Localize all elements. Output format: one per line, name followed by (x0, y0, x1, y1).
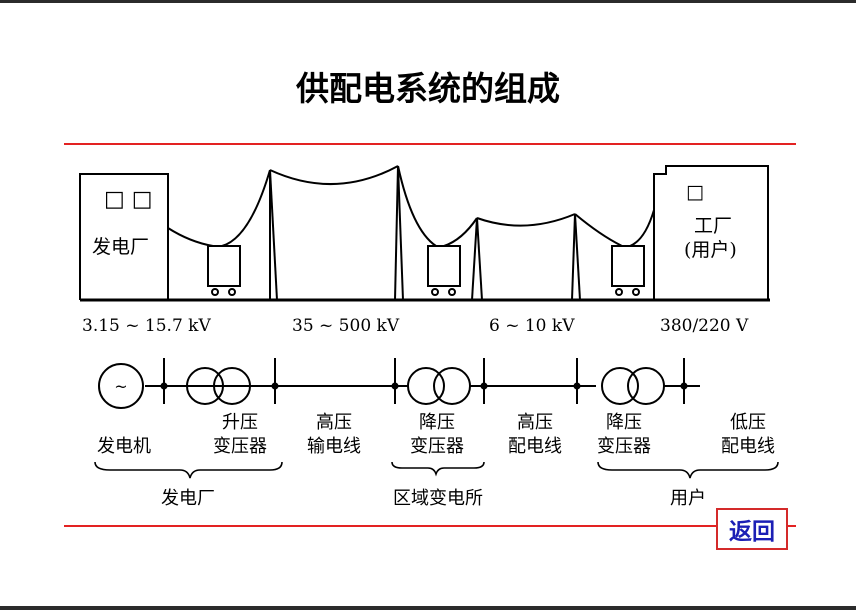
overhead-wires (167, 165, 655, 247)
label-user-transformer-1: 降压 (606, 412, 642, 433)
power-plant-building (79, 173, 169, 300)
group-power-plant: 发电厂 (161, 488, 215, 509)
label-step-up-2: 变压器 (213, 436, 267, 457)
label-hv-transmission-1: 高压 (316, 412, 352, 433)
label-step-up-1: 升压 (222, 412, 258, 433)
label-hv-distribution-2: 配电线 (508, 436, 562, 457)
page-title: 供配电系统的组成 (296, 69, 560, 108)
transformer-user (611, 245, 645, 296)
back-button[interactable]: 返回 (716, 508, 788, 550)
bus-nodes (160, 382, 688, 390)
single-line-diagram (98, 358, 700, 409)
group-braces (94, 461, 779, 479)
voltage-user: 380/220 V (660, 316, 749, 336)
generator-tilde: ~ (114, 377, 127, 396)
top-border (0, 0, 856, 3)
label-user-transformer-2: 变压器 (597, 436, 651, 457)
step-up-transformer-symbol (186, 367, 224, 405)
transformer-step-up (207, 245, 241, 296)
top-divider (64, 143, 796, 145)
voltage-transmission: 35 ~ 500 kV (292, 316, 400, 336)
group-user: 用户 (670, 488, 706, 509)
user-transformer-symbol (601, 367, 639, 405)
factory-label: 工厂 (694, 215, 732, 237)
label-hv-distribution-1: 高压 (517, 412, 553, 433)
power-plant-windows: □ □ (104, 187, 153, 212)
factory-user-label: (用户) (684, 239, 737, 261)
label-step-down-1: 降压 (419, 412, 455, 433)
power-plant-label: 发电厂 (92, 236, 149, 258)
label-step-down-2: 变压器 (410, 436, 464, 457)
group-regional-substation: 区域变电所 (393, 488, 483, 509)
step-down-transformer-symbol (407, 367, 445, 405)
label-lv-distribution-1: 低压 (730, 412, 766, 433)
generator-symbol (98, 363, 144, 409)
bottom-border (0, 606, 856, 610)
bottom-divider (64, 525, 796, 527)
factory-window: □ (686, 181, 704, 203)
factory-building (653, 165, 769, 300)
transformer-regional (427, 245, 461, 296)
label-lv-distribution-2: 配电线 (721, 436, 775, 457)
label-hv-transmission-2: 输电线 (307, 436, 361, 457)
label-generator: 发电机 (97, 436, 151, 457)
voltage-distribution: 6 ~ 10 kV (489, 316, 575, 336)
voltage-generation: 3.15 ~ 15.7 kV (82, 316, 211, 336)
transmission-poles (269, 165, 581, 301)
